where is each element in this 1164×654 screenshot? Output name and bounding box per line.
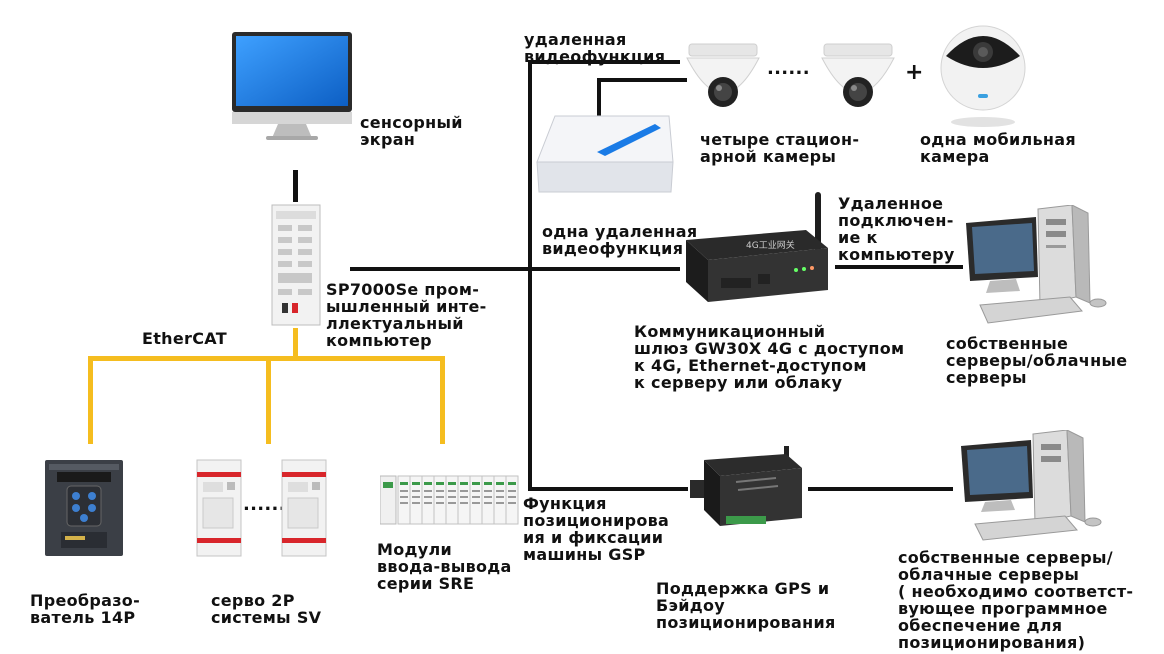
label-gateway: Коммуникационный шлюз GW30X 4G с доступо… [634, 322, 905, 392]
label-touchscreen: сенсорный экран [360, 113, 463, 149]
ethercat-drop-inverter [88, 356, 93, 444]
servo-drive-2 [278, 458, 330, 558]
gateway-brand-text: 4G工业网关 [746, 239, 795, 251]
label-mobile-camera: одна мобильная камера [920, 130, 1076, 166]
ethercat-drop-servo [266, 356, 271, 444]
inverter-device [43, 458, 125, 558]
line-gateway-to-server [835, 265, 963, 269]
line-gps-to-server [808, 487, 953, 491]
label-gps: Поддержка GPS и Бэйдоу позиционирования [656, 579, 836, 632]
label-servo: серво 2P системы SV [211, 591, 322, 627]
sp7000se-computer [268, 203, 324, 329]
label-remote-pc: Удаленное подключен- ие к компьютеру [838, 194, 955, 264]
touchscreen-monitor [230, 30, 354, 142]
line-to-gsp [528, 487, 688, 491]
servo-drive-1 [193, 458, 245, 558]
server-computer-1 [960, 205, 1120, 335]
label-fixed-cameras: четыре стацион- арной камеры [700, 130, 860, 166]
line-screen-to-pc [293, 170, 298, 202]
label-inverter: Преобразо- ватель 14P [30, 591, 141, 627]
line-main-bus [350, 267, 680, 271]
label-ethercat: EtherCAT [142, 329, 227, 348]
gw30x-gateway: 4G工业网关 [676, 190, 836, 310]
label-own-servers-2: собственные серверы/ облачные серверы ( … [898, 548, 1134, 652]
nvr-recorder [535, 112, 675, 196]
label-gsp: Функция позиционирова ия и фиксации маши… [523, 494, 670, 564]
label-remote-video-one: одна удаленная видеофункция [542, 222, 698, 258]
io-modules-device [380, 472, 520, 528]
servo-dots: ...... [243, 494, 286, 515]
gps-module [686, 440, 810, 540]
mobile-camera [938, 22, 1028, 128]
dome-camera-2 [818, 40, 898, 120]
label-io-modules: Модули ввода-вывода серии SRE [377, 540, 512, 593]
label-sp7000: SP7000Se пром- ышленный инте- ллектуальн… [326, 280, 487, 350]
line-to-cameras [528, 60, 680, 64]
label-remote-video-top: удаленная видеофункция [524, 30, 666, 66]
label-own-servers-1: собственные серверы/облачные серверы [946, 334, 1128, 387]
line-vertical-backbone [528, 60, 532, 491]
camera-dots: ...... [767, 58, 810, 79]
plus-sign: + [905, 60, 924, 85]
ethercat-drop-io [440, 356, 445, 444]
ethercat-drop [293, 328, 298, 358]
line-nvr-drop [597, 78, 601, 116]
line-nvr-stub [597, 78, 687, 82]
server-computer-2 [955, 430, 1115, 548]
dome-camera-1 [683, 40, 763, 120]
